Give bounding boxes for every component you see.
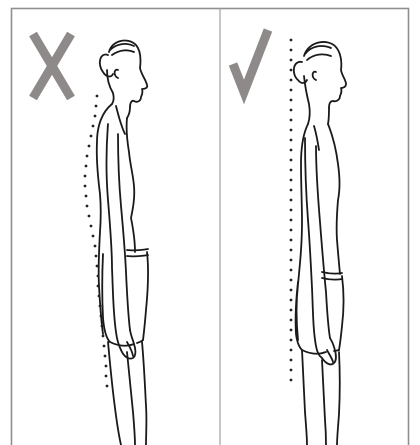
slouched-figure: [97, 41, 148, 445]
waistband: [127, 249, 148, 250]
arm-back: [305, 138, 322, 358]
leg-front: [337, 352, 340, 445]
ear: [115, 70, 118, 78]
nape: [304, 76, 310, 124]
shorts-front: [339, 276, 344, 350]
waistband-lower: [322, 278, 342, 280]
torso-back: [297, 124, 309, 340]
leg-front: [142, 342, 146, 445]
cross-mark-icon: [33, 34, 71, 98]
neck-front: [127, 107, 130, 118]
arm-front: [316, 146, 330, 338]
head: [304, 42, 346, 108]
shorts-front: [143, 252, 148, 340]
panel-incorrect: [33, 34, 148, 445]
neck-front: [328, 108, 329, 124]
leg-inner: [127, 352, 135, 445]
posture-line-curved: [84, 95, 109, 388]
leg-back: [302, 350, 307, 445]
posture-line-straight: [290, 39, 293, 382]
leg-inner: [322, 360, 326, 445]
hand-detail: [327, 350, 333, 362]
check-mark-icon: [233, 30, 268, 92]
outer-border: [12, 9, 409, 445]
hair-lines: [110, 44, 134, 55]
shorts-hem: [302, 350, 339, 354]
panel-correct: [233, 30, 346, 445]
torso-front: [328, 124, 340, 274]
tank-strap: [116, 106, 125, 134]
torso-front: [127, 118, 135, 252]
arm-front: [118, 134, 130, 330]
upright-figure: [294, 42, 346, 445]
waistband-lower: [127, 255, 148, 256]
shorts-back: [102, 254, 110, 342]
ear: [313, 72, 316, 80]
leg-back: [108, 342, 121, 445]
